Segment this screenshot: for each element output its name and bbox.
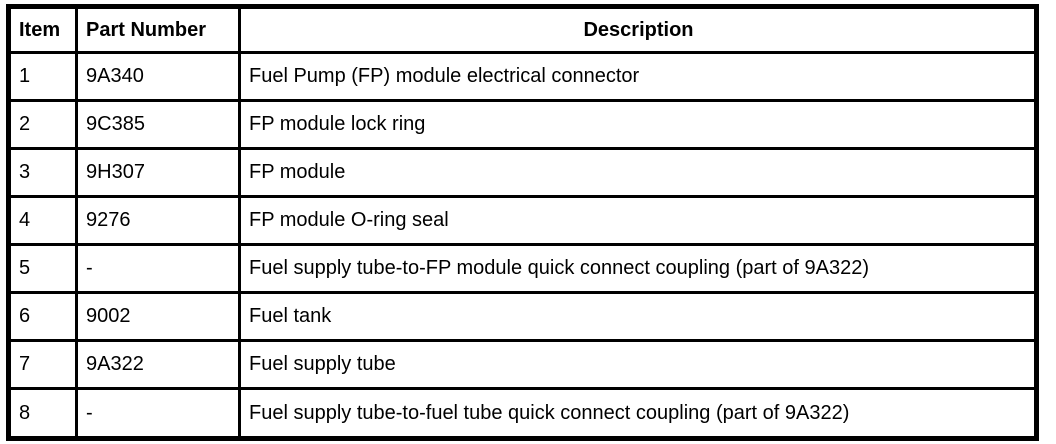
description-cell: Fuel supply tube	[238, 339, 1038, 391]
description-cell: Fuel tank	[238, 291, 1038, 343]
part-number-cell: 9002	[75, 291, 241, 343]
item-cell: 1	[7, 50, 78, 103]
item-cell: 6	[7, 291, 78, 343]
description-cell: FP module lock ring	[238, 99, 1038, 151]
item-cell: 5	[7, 243, 78, 295]
table-row: 5 - Fuel supply tube-to-FP module quick …	[7, 243, 1038, 295]
item-cell: 4	[7, 195, 78, 247]
description-cell: Fuel supply tube-to-fuel tube quick conn…	[238, 387, 1038, 440]
part-number-cell: -	[75, 243, 241, 295]
part-number-cell: 9276	[75, 195, 241, 247]
table-row: 4 9276 FP module O-ring seal	[7, 195, 1038, 247]
parts-table: Item Part Number Description 1 9A340 Fue…	[6, 4, 1039, 441]
table-row: 1 9A340 Fuel Pump (FP) module electrical…	[7, 50, 1038, 103]
header-part-number: Part Number	[75, 5, 241, 54]
item-cell: 2	[7, 99, 78, 151]
part-number-cell: 9A340	[75, 50, 241, 103]
table-row: 7 9A322 Fuel supply tube	[7, 339, 1038, 391]
part-number-cell: 9C385	[75, 99, 241, 151]
part-number-cell: 9A322	[75, 339, 241, 391]
part-number-cell: -	[75, 387, 241, 440]
item-cell: 7	[7, 339, 78, 391]
header-description: Description	[238, 5, 1038, 54]
table-row: 8 - Fuel supply tube-to-fuel tube quick …	[7, 387, 1038, 440]
header-item: Item	[7, 5, 78, 54]
table-row: 3 9H307 FP module	[7, 147, 1038, 199]
part-number-cell: 9H307	[75, 147, 241, 199]
table-row: 2 9C385 FP module lock ring	[7, 99, 1038, 151]
item-cell: 3	[7, 147, 78, 199]
item-cell: 8	[7, 387, 78, 440]
description-cell: FP module	[238, 147, 1038, 199]
table-row: 6 9002 Fuel tank	[7, 291, 1038, 343]
description-cell: FP module O-ring seal	[238, 195, 1038, 247]
description-cell: Fuel supply tube-to-FP module quick conn…	[238, 243, 1038, 295]
header-row: Item Part Number Description	[7, 5, 1038, 54]
description-cell: Fuel Pump (FP) module electrical connect…	[238, 50, 1038, 103]
